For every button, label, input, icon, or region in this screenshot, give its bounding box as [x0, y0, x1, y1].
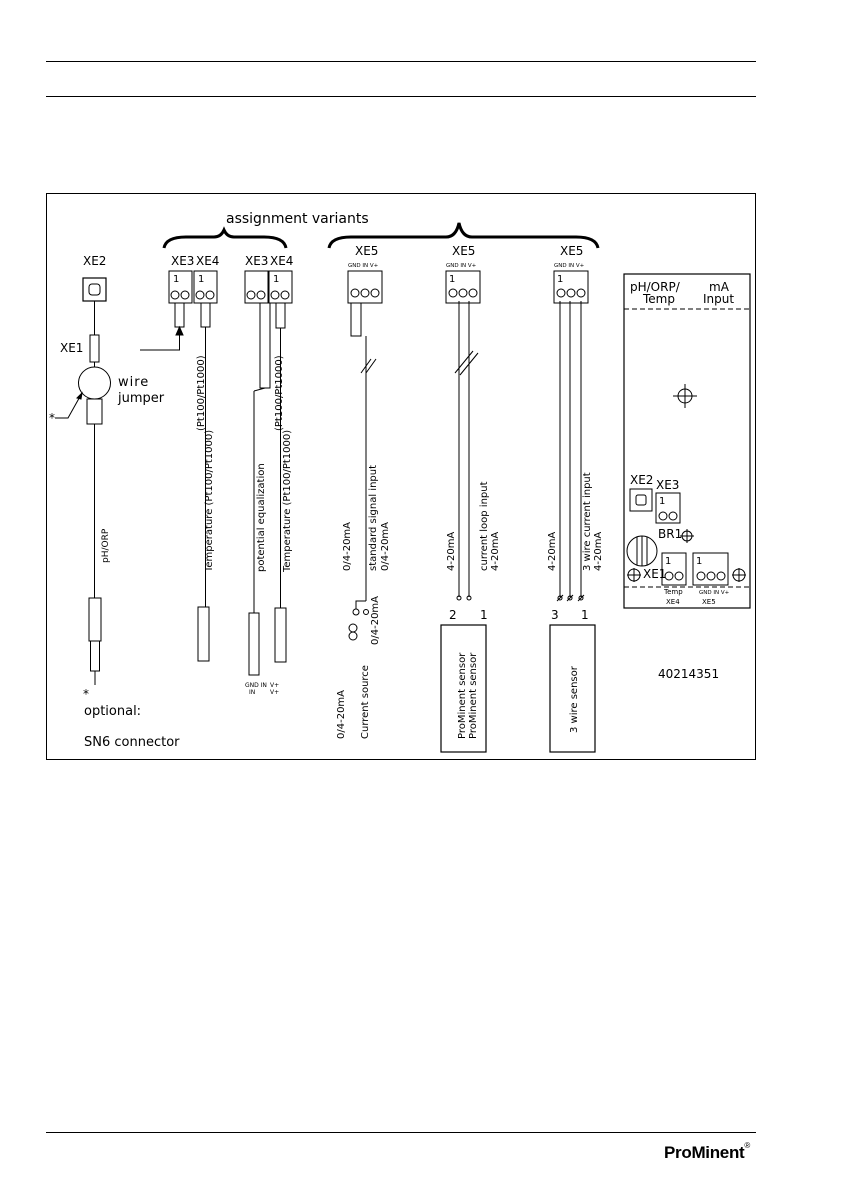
xe2-socket — [82, 277, 107, 302]
svg-text:mA: mA — [709, 280, 730, 294]
label-wire: wire — [118, 375, 149, 390]
svg-text:GND IN V+: GND IN V+ — [554, 263, 585, 269]
svg-text:ProMinent sensor: ProMinent sensor — [468, 652, 479, 739]
svg-text:2: 2 — [449, 608, 457, 622]
label-sn6: SN6 connector — [84, 735, 180, 750]
svg-text:(Pt100/Pt1000): (Pt100/Pt1000) — [196, 355, 207, 431]
svg-text:BR1: BR1 — [658, 527, 682, 541]
xe3-terminal-b — [244, 270, 269, 304]
svg-text:IN: IN — [249, 689, 255, 696]
svg-text:4-20mA: 4-20mA — [490, 532, 501, 571]
svg-text:V+: V+ — [270, 682, 279, 689]
svg-text:XE5: XE5 — [355, 244, 378, 258]
xe5-terminal-c — [553, 270, 589, 304]
brace-left — [162, 226, 288, 249]
svg-text:(Pt100/Pt1000): (Pt100/Pt1000) — [274, 355, 285, 431]
electrode-body — [88, 597, 102, 642]
diagram-frame — [46, 193, 756, 760]
svg-text:1: 1 — [696, 556, 702, 567]
svg-text:3 wire sensor: 3 wire sensor — [569, 665, 580, 733]
prominent-logo: ProMinent® — [664, 1141, 751, 1162]
part-number: 40214351 — [658, 667, 719, 681]
label-temperature-b: Temperature (Pt100/Pt1000) — [282, 430, 293, 573]
svg-text:XE3: XE3 — [245, 254, 268, 268]
label-current-loop: current loop input — [479, 481, 490, 571]
xe5-terminal-b — [445, 270, 481, 304]
svg-text:ProMinent sensor: ProMinent sensor — [457, 652, 468, 739]
label-xe2: XE2 — [83, 254, 106, 268]
svg-text:Temp: Temp — [663, 588, 683, 596]
svg-text:1: 1 — [659, 496, 665, 507]
label-ph-orp: pH/ORP — [101, 528, 111, 563]
svg-text:pH/ORP/: pH/ORP/ — [630, 280, 681, 294]
svg-text:XE3: XE3 — [171, 254, 194, 268]
svg-text:XE2: XE2 — [630, 473, 653, 487]
svg-text:0/4-20mA: 0/4-20mA — [370, 596, 381, 645]
svg-text:1: 1 — [198, 274, 204, 285]
svg-text:GND IN: GND IN — [245, 682, 267, 689]
svg-text:XE4: XE4 — [196, 254, 219, 268]
svg-text:1: 1 — [449, 274, 455, 285]
xe1-plug — [89, 334, 100, 363]
label-potential: potential equalization — [256, 463, 267, 572]
xe5-terminal-a — [347, 270, 383, 304]
svg-text:4-20mA: 4-20mA — [593, 532, 604, 571]
brace-right — [327, 222, 600, 249]
svg-text:1: 1 — [557, 274, 563, 285]
svg-text:V+: V+ — [270, 689, 279, 696]
asterisk-mark: * — [49, 411, 55, 425]
svg-text:1: 1 — [581, 608, 589, 622]
svg-text:XE5: XE5 — [560, 244, 583, 258]
label-xe1: XE1 — [60, 341, 83, 355]
svg-text:*: * — [83, 687, 89, 701]
svg-text:1: 1 — [273, 274, 279, 285]
svg-text:1: 1 — [173, 274, 179, 285]
svg-text:1: 1 — [665, 556, 671, 567]
label-temperature-a: Temperature (Pt100/Pt1000) — [204, 430, 215, 573]
svg-text:0/4-20mA: 0/4-20mA — [380, 522, 391, 571]
svg-text:XE1: XE1 — [643, 567, 666, 581]
svg-text:0/4-20mA: 0/4-20mA — [336, 690, 347, 739]
prominent-sensor — [440, 624, 487, 753]
header-rule-bottom — [46, 96, 756, 97]
label-jumper: jumper — [117, 391, 165, 406]
svg-text:4-20mA: 4-20mA — [446, 532, 457, 571]
footer-rule — [46, 1132, 756, 1133]
svg-text:XE4: XE4 — [666, 598, 680, 606]
three-wire-sensor — [549, 624, 596, 753]
temp-sensor-b — [274, 607, 287, 663]
svg-text:0/4-20mA: 0/4-20mA — [342, 522, 353, 571]
svg-text:XE3: XE3 — [656, 478, 679, 492]
potential-pin — [248, 612, 260, 676]
panel-xe3 — [655, 492, 681, 524]
panel-xe4 — [661, 552, 687, 586]
svg-text:1: 1 — [480, 608, 488, 622]
svg-text:XE5: XE5 — [702, 598, 716, 606]
brace-label: assignment variants — [226, 211, 369, 227]
label-three-wire-input: 3 wire current input — [582, 472, 593, 571]
svg-text:GND IN V+: GND IN V+ — [348, 263, 379, 269]
label-current-source: Current source — [360, 665, 371, 739]
panel-xe5 — [692, 552, 729, 586]
svg-text:Input: Input — [703, 292, 734, 306]
svg-text:Temp: Temp — [642, 292, 675, 306]
label-standard-signal: standard signal input — [368, 465, 379, 571]
wiring-diagram: assignment variants XE2 XE1 wire jumper … — [46, 193, 756, 760]
svg-text:XE4: XE4 — [270, 254, 293, 268]
current-source-symbol — [348, 623, 358, 633]
svg-text:GND IN V+: GND IN V+ — [699, 590, 730, 596]
svg-text:4-20mA: 4-20mA — [547, 532, 558, 571]
module-panel — [623, 273, 751, 609]
sn6-connector-circle — [78, 366, 111, 400]
svg-text:XE5: XE5 — [452, 244, 475, 258]
svg-text:3: 3 — [551, 608, 559, 622]
svg-text:GND IN V+: GND IN V+ — [446, 263, 477, 269]
header-rule-top — [46, 61, 756, 62]
label-optional: optional: — [84, 704, 141, 719]
temp-sensor-a — [197, 606, 210, 662]
